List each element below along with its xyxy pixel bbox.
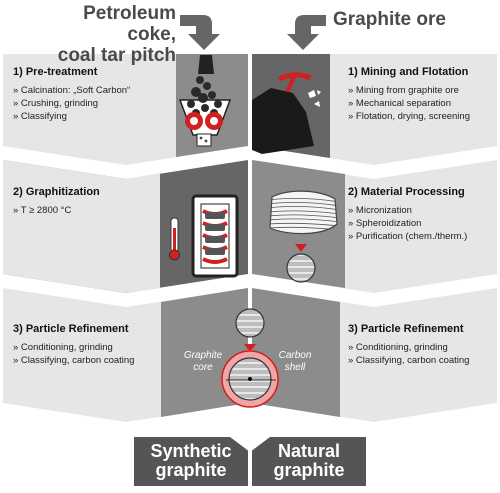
natural-step2-text: 2) Material Processing » Micronization »… — [348, 186, 467, 243]
natural-step1-bullet: » Flotation, drying, screening — [348, 111, 470, 122]
natural-step3-title: 3) Particle Refinement — [348, 323, 464, 335]
synthetic-step1-text: 1) Pre-treatment » Calcination: „Soft Ca… — [13, 66, 130, 123]
synthetic-source-header: Petroleum coke, coal tar pitch — [57, 3, 176, 66]
natural-graphite-label: Natural graphite — [273, 441, 345, 480]
synthetic-step3-title: 3) Particle Refinement — [13, 323, 129, 335]
synthetic-step2-title: 2) Graphitization — [13, 186, 100, 198]
coated-particle — [221, 350, 279, 408]
natural-step1-bullet: » Mining from graphite ore — [348, 85, 459, 96]
natural-output-box — [252, 437, 366, 486]
synthetic-step3-bullet: » Conditioning, grinding — [13, 342, 113, 353]
graphite-core-label: Graphite core — [183, 350, 223, 373]
spheroid-particle — [286, 253, 316, 283]
process-arrow-red — [295, 244, 307, 252]
synthetic-step3-text: 3) Particle Refinement » Conditioning, g… — [13, 323, 134, 367]
natural-step3-bullet: » Conditioning, grinding — [348, 342, 448, 353]
thermometer-icon — [169, 217, 180, 261]
synthetic-step2-bullet: » T ≥ 2800 °C — [13, 205, 72, 216]
natural-step1-title: 1) Mining and Flotation — [348, 66, 469, 78]
coating-arrow-red — [244, 344, 256, 352]
natural-step2-bullet: » Spheroidization — [348, 218, 422, 229]
carbon-shell-label: Carbon shell — [278, 350, 312, 373]
natural-step2-bullet: » Micronization — [348, 205, 412, 216]
natural-step2-bullet: » Purification (chem./therm.) — [348, 231, 468, 242]
natural-step3-text: 3) Particle Refinement » Conditioning, g… — [348, 323, 469, 367]
synthetic-graphite-label: Synthetic graphite — [150, 441, 232, 480]
natural-source-header: Graphite ore — [333, 9, 446, 30]
right-input-arrow — [287, 15, 326, 50]
synthetic-output-box — [134, 437, 248, 486]
ore-rock — [252, 88, 314, 154]
synthetic-step1-bullet: » Calcination: „Soft Carbon“ — [13, 85, 131, 96]
synthetic-step3-bullet: » Classifying, carbon coating — [13, 355, 135, 366]
graphitization-furnace — [191, 194, 239, 278]
center-notch — [230, 437, 270, 452]
synthetic-step1-bullet: » Crushing, grinding — [13, 98, 99, 109]
left-input-arrow — [180, 15, 220, 50]
natural-step3-bullet: » Classifying, carbon coating — [348, 355, 470, 366]
synthetic-step1-bullet: » Classifying — [13, 111, 67, 122]
graphite-flake — [269, 190, 338, 235]
synthetic-step2-text: 2) Graphitization » T ≥ 2800 °C — [13, 186, 100, 217]
uncoated-particle — [235, 308, 265, 338]
natural-step2-title: 2) Material Processing — [348, 186, 465, 198]
natural-step1-bullet: » Mechanical separation — [348, 98, 451, 109]
crusher-illustration — [178, 55, 232, 147]
natural-step1-text: 1) Mining and Flotation » Mining from gr… — [348, 66, 470, 123]
ore-fragments — [308, 90, 321, 107]
synthetic-step1-title: 1) Pre-treatment — [13, 66, 98, 78]
natural-step3-panel — [252, 288, 497, 422]
synthetic-step2-panel — [3, 160, 248, 293]
